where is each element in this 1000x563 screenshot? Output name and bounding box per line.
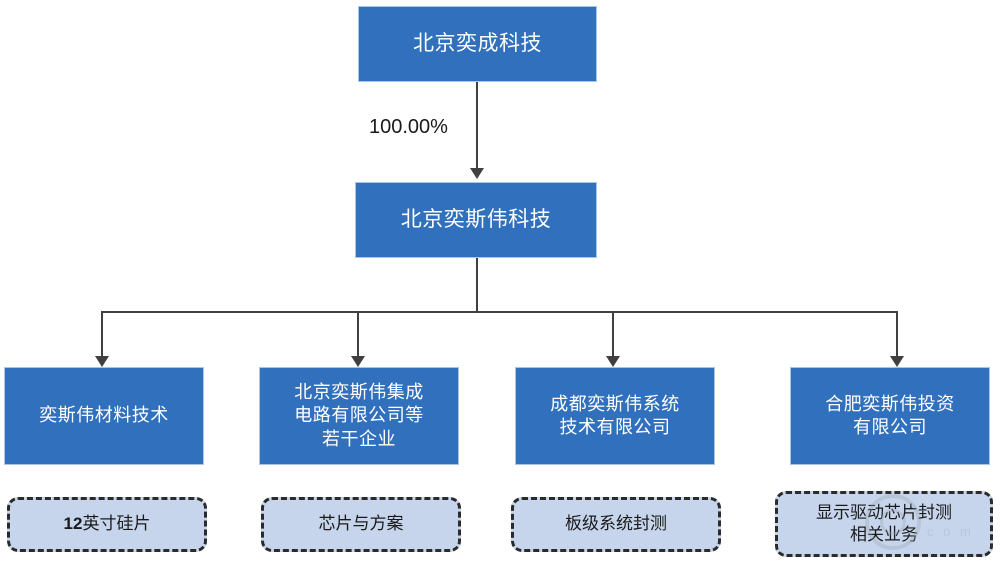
tag-box-1-silicon-wafer[interactable]: 12英寸硅片 [7, 497, 207, 552]
arrow-head-drop-2 [351, 356, 365, 367]
connector-drop-3 [612, 311, 614, 363]
node-level1-label: 北京奕成科技 [413, 31, 542, 55]
node-subsidiary-2-label: 北京奕斯伟集成 电路有限公司等 若干企业 [294, 382, 424, 449]
node-subsidiary-1[interactable]: 奕斯伟材料技术 [4, 367, 204, 465]
arrow-head-drop-3 [606, 356, 620, 367]
connector-drop-4 [896, 311, 898, 363]
tag-box-1-label: 12英寸硅片 [10, 513, 204, 535]
connector-drop-1 [101, 311, 103, 363]
ownership-percent-label: 100.00% [369, 116, 448, 138]
connector-level2-stem [476, 258, 478, 312]
node-level1-beijing-yicheng[interactable]: 北京奕成科技 [358, 6, 597, 82]
arrow-head-drop-1 [95, 356, 109, 367]
connector-horizontal-bus [101, 311, 898, 313]
connector-drop-2 [357, 311, 359, 363]
node-level2-beijing-eswin[interactable]: 北京奕斯伟科技 [355, 182, 597, 258]
tag-box-2-chip-solution[interactable]: 芯片与方案 [261, 497, 461, 552]
tag-box-3-label: 板级系统封测 [565, 514, 667, 534]
connector-level1-to-level2 [476, 82, 478, 168]
tag-box-1-rest: 英寸硅片 [82, 514, 151, 534]
node-subsidiary-3-label: 成都奕斯伟系统 技术有限公司 [550, 393, 680, 437]
tag-box-4-label: 显示驱动芯片封测 相关业务 [816, 502, 952, 544]
arrow-head-level1-to-level2 [470, 168, 484, 179]
node-subsidiary-1-label: 奕斯伟材料技术 [39, 405, 169, 426]
node-subsidiary-4[interactable]: 合肥奕斯伟投资 有限公司 [790, 367, 990, 465]
tag-box-1-bold-prefix: 12 [63, 514, 83, 534]
tag-box-3-board-level-packaging[interactable]: 板级系统封测 [511, 497, 721, 552]
tag-box-2-label: 芯片与方案 [318, 514, 404, 534]
node-level2-label: 北京奕斯伟科技 [400, 207, 552, 231]
node-subsidiary-4-label: 合肥奕斯伟投资 有限公司 [825, 393, 955, 437]
arrow-head-drop-4 [890, 356, 904, 367]
tag-box-4-display-driver-packaging[interactable]: 显示驱动芯片封测 相关业务 [775, 491, 993, 557]
node-subsidiary-2[interactable]: 北京奕斯伟集成 电路有限公司等 若干企业 [259, 367, 459, 465]
node-subsidiary-3[interactable]: 成都奕斯伟系统 技术有限公司 [515, 367, 715, 465]
